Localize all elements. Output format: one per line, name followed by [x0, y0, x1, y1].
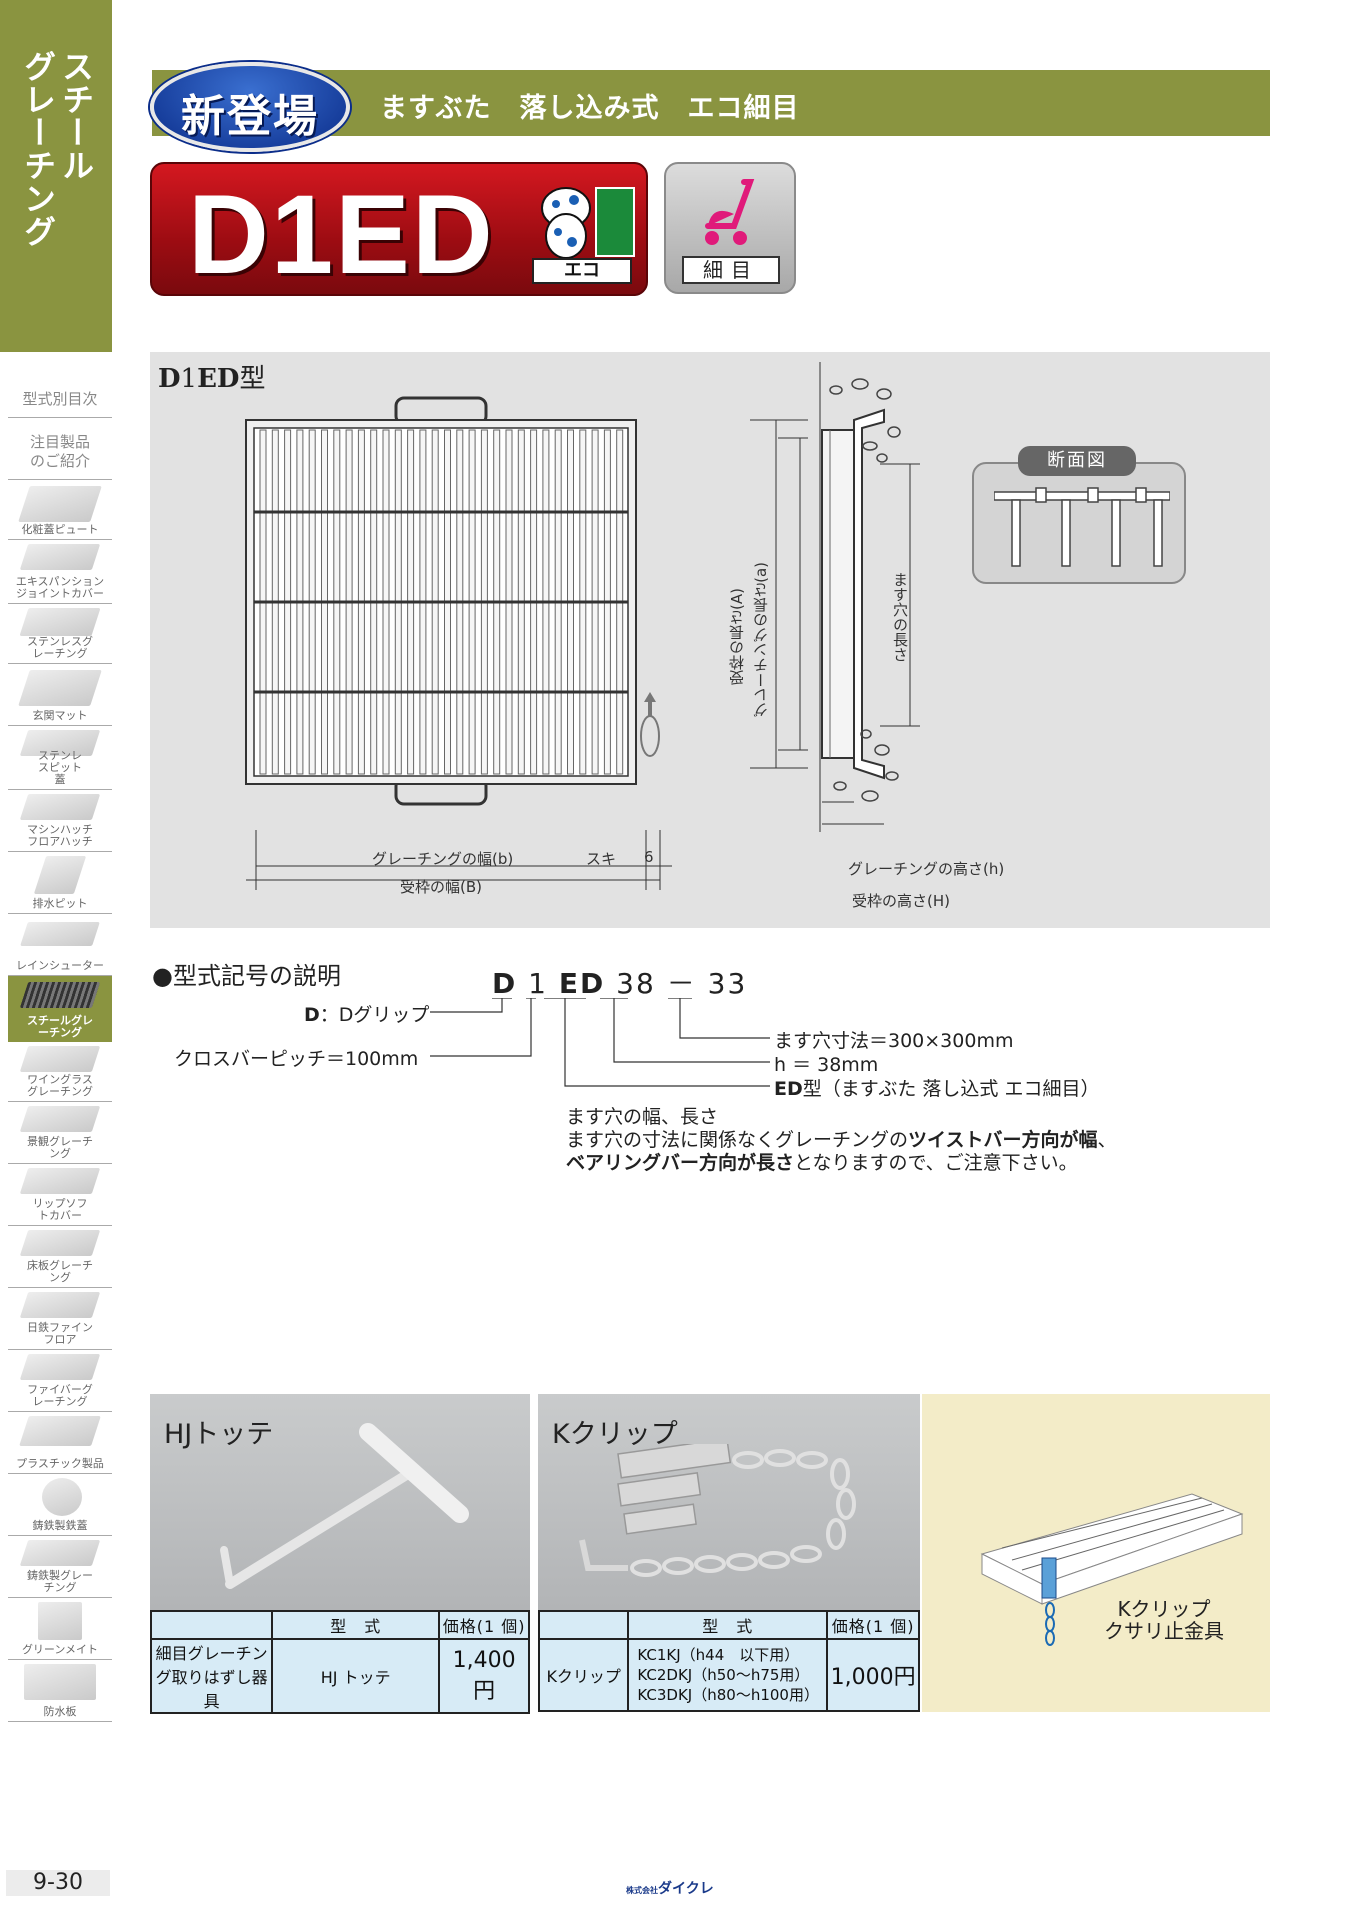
new-arrival-badge: 新登場 [150, 62, 350, 152]
eco-label: エコ [532, 258, 632, 284]
sidebar-item-cast-iron-grating[interactable]: 鋳鉄製グレーチング [8, 1536, 112, 1598]
chain-clip-icon [579, 1444, 856, 1577]
model-code: D 1 ED 38 － 33 [492, 967, 748, 1000]
cross-section-title: 断面図 [1018, 446, 1136, 476]
sidebar-item-floor-grating[interactable]: 床板グレーチング [8, 1226, 112, 1288]
k-clip-price-table: 型 式価格(1 個) Kクリップ KC1KJ（h44 以下用） KC2DKJ（h… [537, 1610, 920, 1712]
hj-row-name: 細目グレーチング取りはずし器具 [149, 1638, 274, 1714]
label-grating-length: グレーチングの長さ(a) [752, 562, 770, 718]
note-crossbar-pitch: クロスバーピッチ＝100mm [174, 1048, 419, 1070]
category-title-line1: スチール [57, 50, 95, 182]
label-frame-length: 受枠の長さ(A) [728, 588, 746, 685]
note-hole-size: ます穴寸法＝300×300mm [774, 1030, 1014, 1052]
product-subtitle: ますぶた 落し込み式 エコ細目 [380, 93, 800, 124]
label-hole-length: ます穴の長さ [891, 572, 909, 662]
sidebar-item-drain-pit[interactable]: 排水ピット [8, 852, 112, 914]
sidebar-item-nittetsu-fine-floor[interactable]: 日鉄ファインフロア [8, 1288, 112, 1350]
category-title-line2: グレーチング [19, 50, 57, 248]
k-clip-row-name: Kクリップ [537, 1638, 630, 1712]
k-clip-row-price: 1,000円 [826, 1638, 920, 1712]
sidebar-item-cast-iron-cover[interactable]: 鋳鉄製鉄蓋 [8, 1474, 112, 1536]
hj-handle-photo: HJトッテ [150, 1394, 530, 1610]
sidebar-item-fiber-grating[interactable]: ファイバーグレーチング [8, 1350, 112, 1412]
sidebar-item-landscape-grating[interactable]: 景観グレーチング [8, 1102, 112, 1164]
sidebar-item-stainless-grating[interactable]: ステンレスグレーチング [8, 604, 112, 664]
label-grating-height: グレーチングの高さ(h) [848, 860, 1005, 878]
label-frame-height: 受枠の高さ(H) [852, 892, 950, 910]
fine-mesh-label: 細目 [682, 256, 780, 284]
k-clip-title: Kクリップ [552, 1419, 678, 1450]
note-ed-type: ED型（ますぶた 落し込式 エコ細目） [774, 1078, 1100, 1100]
sidebar-item-cosmetic-cover[interactable]: 化粧蓋ピュート [8, 480, 112, 540]
stroller-icon [705, 179, 755, 245]
k-clip-col-price: 価格(1 個) [826, 1610, 920, 1640]
page-number: 9-30 [6, 1870, 110, 1896]
eco-mascot-icon [541, 187, 635, 259]
k-clip-illustration-label: Kクリップ クサリ止金具 [1104, 1597, 1224, 1643]
grating-clip-illustration [980, 1493, 1244, 1646]
label-gap: スキ [586, 850, 617, 868]
side-section-view [750, 362, 920, 832]
dimension-note: ます穴の幅、長さ ます穴の寸法に関係なくグレーチングのツイストバー方向が幅、 ベ… [566, 1106, 1117, 1174]
sidebar-item-wineglass-grating[interactable]: ワイングラスグレーチング [8, 1042, 112, 1102]
sidebar-item-green-mate[interactable]: グリーンメイト [8, 1598, 112, 1660]
sidebar-item-stainless-pit-cover[interactable]: ステンレスピット蓋 [8, 726, 112, 790]
hj-row-type: HJ トッテ [271, 1638, 441, 1714]
label-grating-width: グレーチングの幅(b) [372, 850, 514, 868]
hj-col-price: 価格(1 個) [438, 1610, 530, 1640]
note-height: h ＝ 38mm [774, 1054, 879, 1076]
k-clip-row-types: KC1KJ（h44 以下用） KC2DKJ（h50～h75用） KC3DKJ（h… [627, 1638, 829, 1712]
grating-plan-view [245, 396, 660, 806]
sidebar-item-steel-grating[interactable]: スチールグレーチング [8, 976, 112, 1042]
dimension-diagram: D1ED型 グレーチングの幅(b) スキ 6 受枠の幅(B) [150, 352, 1270, 928]
k-clip-installation-illustration: Kクリップ クサリ止金具 [922, 1394, 1270, 1712]
model-code-heading: ●型式記号の説明 [152, 962, 341, 990]
sidebar-item-entrance-mat[interactable]: 玄関マット [8, 664, 112, 726]
cross-section-drawing [994, 487, 1170, 567]
k-clip-photo: Kクリップ [538, 1394, 920, 1610]
hj-handle-title: HJトッテ [164, 1419, 274, 1450]
width-dimension-lines [246, 830, 672, 890]
sidebar-item-rain-shooter[interactable]: レインシューター [8, 914, 112, 976]
model-banner: D1ED エコ [150, 162, 648, 297]
note-d-grip: D：Dグリップ [304, 1004, 430, 1026]
sidebar-item-lip-soft-cover[interactable]: リップソフトカバー [8, 1164, 112, 1226]
sidebar-item-plastic-products[interactable]: プラスチック製品 [8, 1412, 112, 1474]
sidebar-item-index[interactable]: 型式別目次 [8, 352, 112, 418]
diagram-title: D1ED型 [158, 364, 266, 394]
sidebar-item-featured[interactable]: 注目製品のご紹介 [8, 418, 112, 480]
k-clip-col-type: 型 式 [627, 1610, 829, 1640]
brand-logo: 株式会社ダイクレ [626, 1881, 714, 1897]
fine-mesh-badge: 細目 [664, 162, 796, 294]
sidebar-item-waterproof-board[interactable]: 防水板 [8, 1660, 112, 1722]
model-code-leader-lines [430, 998, 770, 1087]
cross-section-callout: 断面図 [972, 446, 1186, 584]
category-tab: スチール グレーチング [0, 0, 112, 352]
sidebar-item-expansion-joint[interactable]: エキスパンションジョイントカバー [8, 540, 112, 604]
hj-row-price: 1,400 円 [438, 1638, 530, 1714]
model-name: D1ED [188, 172, 495, 297]
sidebar-item-machine-hatch[interactable]: マシンハッチフロアハッチ [8, 790, 112, 852]
hj-col-type: 型 式 [271, 1610, 441, 1640]
t-handle-icon [220, 1423, 469, 1589]
label-gap-value: 6 [644, 848, 654, 866]
label-frame-width: 受枠の幅(B) [400, 878, 482, 896]
